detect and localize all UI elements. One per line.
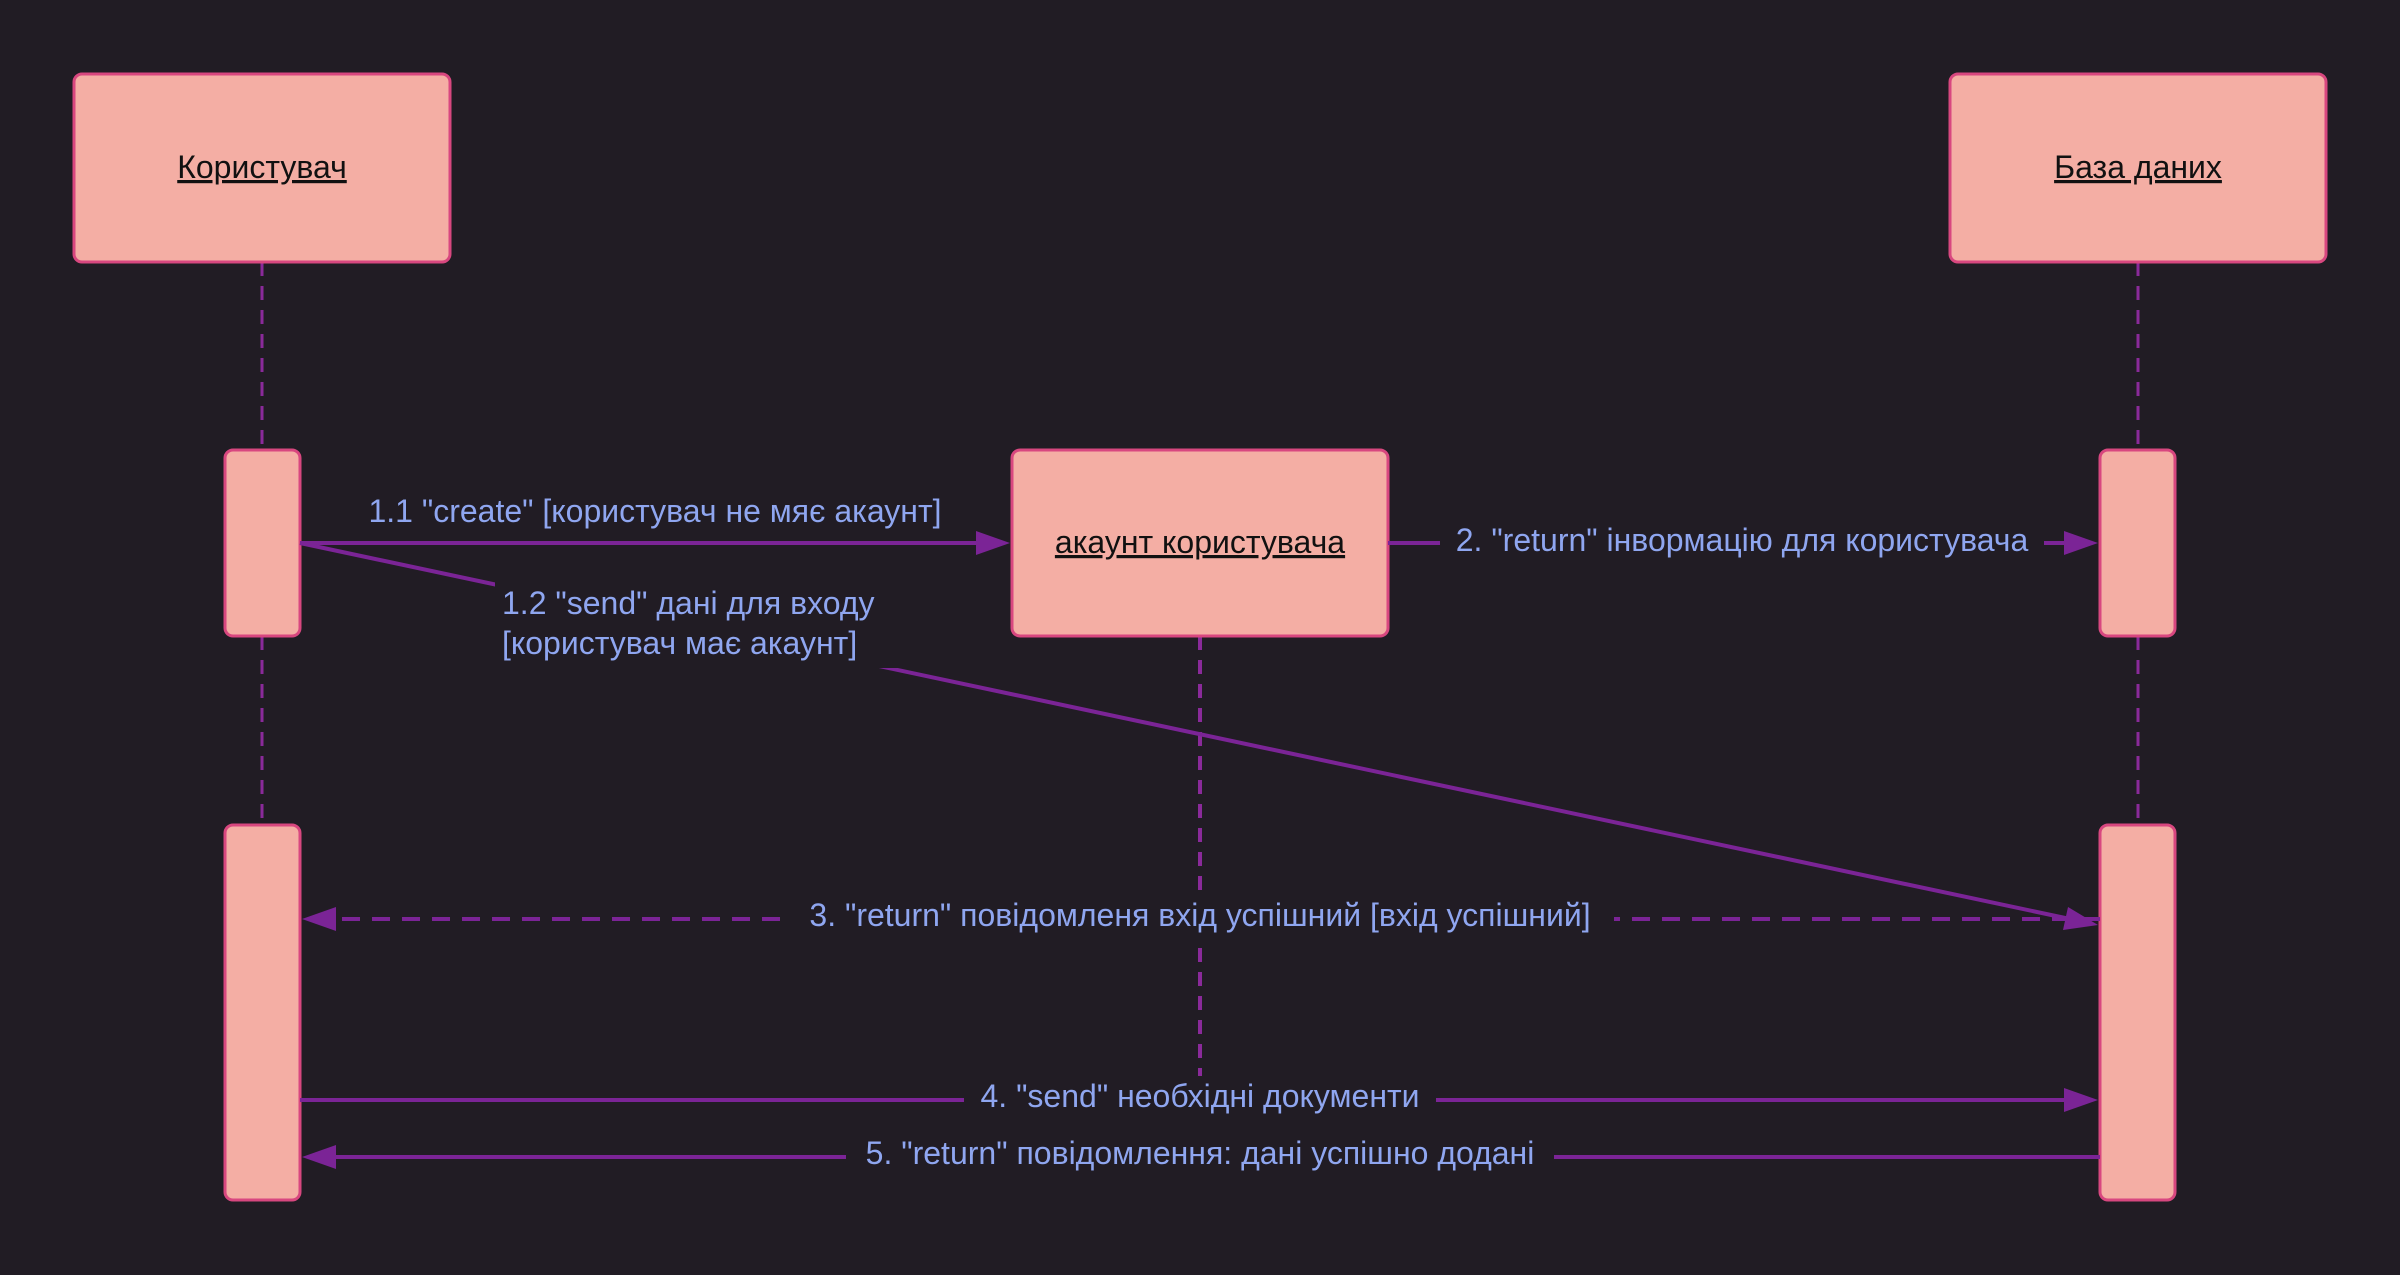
message-3-arrowhead (302, 907, 336, 931)
object-db-name: База даних (2054, 149, 2222, 185)
message-1-2-label-line-1: 1.2 "send" дані для входу (502, 585, 874, 621)
message-1-2-label-line-2: [користувач має акаунт] (502, 625, 857, 661)
object-user-name: Користувач (177, 149, 347, 185)
message-1-2-label: 1.2 "send" дані для входу [користувач ма… (502, 585, 883, 661)
activation-bars (223, 448, 2177, 1202)
message-4[interactable]: 4. "send" необхідні документи (300, 1076, 2098, 1120)
message-3-label-bg (786, 894, 1614, 938)
message-2[interactable]: 2. "return" інвормацію для користувача (1388, 518, 2098, 562)
message-5[interactable]: 5. "return" повідомлення: дані успішно д… (302, 1133, 2100, 1177)
activation-user-1 (223, 448, 302, 638)
message-3[interactable]: 3. "return" повідомленя вхід успішний [в… (302, 894, 2100, 938)
message-2-label: 2. "return" інвормацію для користувача (1456, 522, 2029, 558)
object-user-box[interactable] (72, 72, 452, 264)
message-2-label-bg (1440, 518, 2044, 562)
message-1-1-label: 1.1 "create" [користувач не мяє акаунт] (368, 493, 941, 529)
object-db-box[interactable] (1948, 72, 2328, 264)
message-1-2[interactable]: 1.2 "send" дані для входу [користувач ма… (299, 541, 2098, 930)
activation-user-2 (223, 823, 302, 1202)
message-4-label-bg (964, 1076, 1436, 1120)
lifelines (260, 262, 2140, 1080)
message-5-label-bg (846, 1133, 1554, 1177)
message-2-arrowhead (2064, 531, 2098, 555)
object-db[interactable]: База даних (1948, 72, 2328, 264)
message-4-label: 4. "send" необхідні документи (980, 1078, 1419, 1114)
message-1-1[interactable]: 1.1 "create" [користувач не мяє акаунт] (300, 493, 1010, 555)
message-1-1-arrowhead (976, 531, 1010, 555)
message-1-2-label-bg (495, 578, 905, 668)
object-account-name: акаунт користувача (1055, 524, 1345, 560)
message-5-arrowhead (302, 1145, 336, 1169)
activation-db-1 (2098, 448, 2177, 638)
message-1-2-arrowhead (2063, 907, 2098, 930)
message-5-label: 5. "return" повідомлення: дані успішно д… (866, 1135, 1535, 1171)
activation-db-2 (2098, 823, 2177, 1202)
object-account[interactable]: акаунт користувача (1010, 448, 1390, 638)
message-3-label: 3. "return" повідомленя вхід успішний [в… (809, 897, 1590, 933)
message-4-arrowhead (2064, 1088, 2098, 1112)
object-user[interactable]: Користувач (72, 72, 452, 264)
